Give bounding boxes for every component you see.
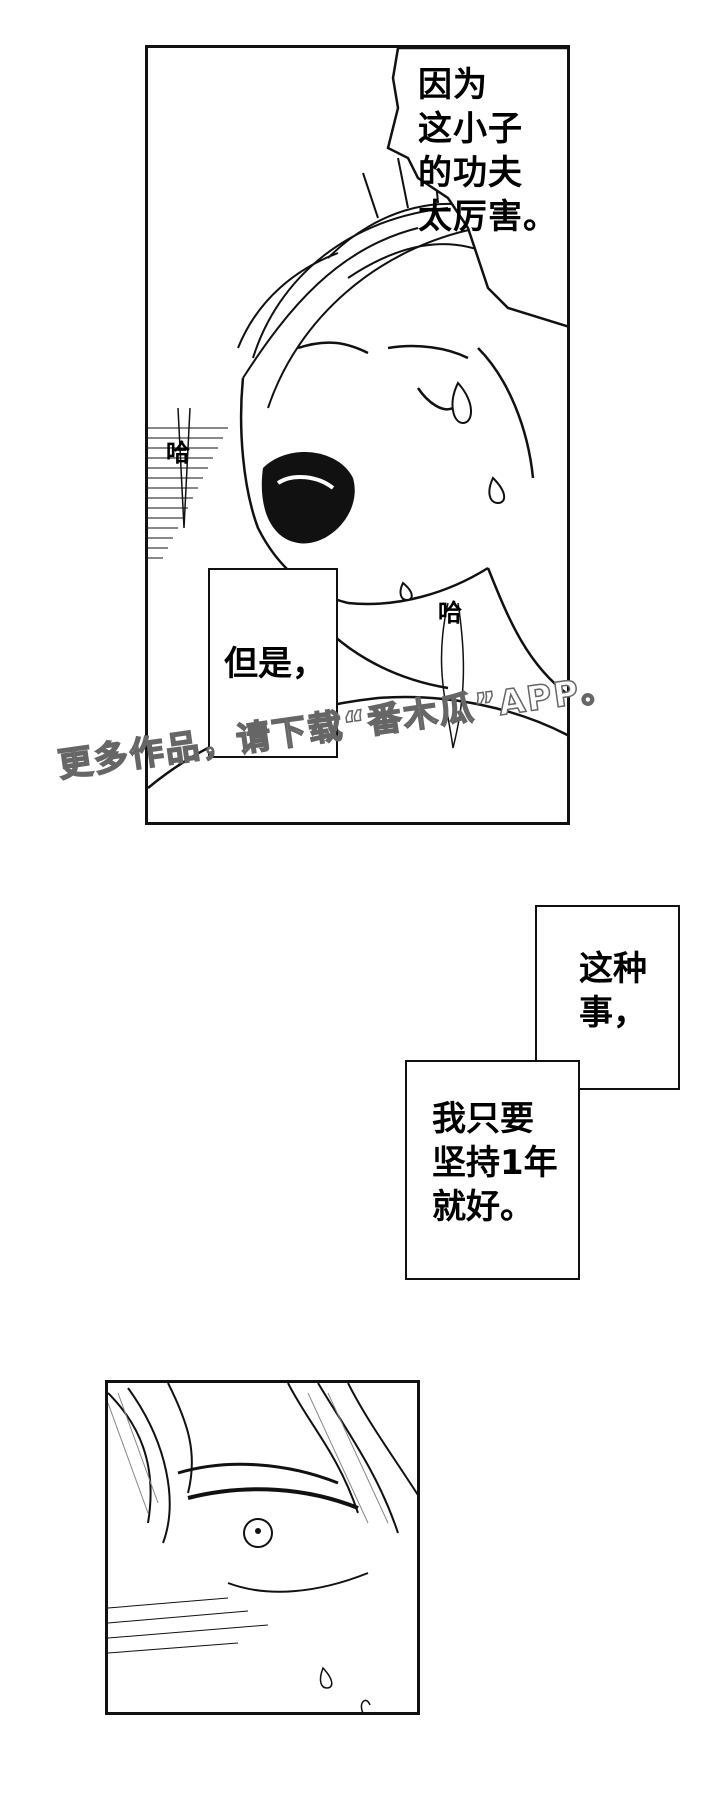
caption-box-but: 但是， — [208, 568, 338, 758]
panel-3-artwork — [108, 1383, 417, 1712]
caption-top: 因为 这小子 的功夫 太厉害。 — [418, 63, 558, 239]
caption-line: 事， — [579, 993, 647, 1033]
caption-box-one-year: 我只要 坚持1年 就好。 — [405, 1060, 580, 1280]
panel-1-artwork — [148, 48, 567, 789]
caption-line: 我只要 — [432, 1099, 534, 1139]
manga-panel-3 — [105, 1380, 420, 1715]
caption-top-line-1: 因为 — [418, 65, 488, 105]
caption-box-this-kind: 这种 事， — [535, 905, 680, 1090]
caption-line: 坚持1年 — [432, 1143, 558, 1183]
caption-box-one-year-text: 我只要 坚持1年 就好。 — [432, 1097, 558, 1229]
sfx-ha-left: 哈 — [166, 439, 190, 467]
caption-box-but-text: 但是， — [224, 644, 326, 684]
caption-top-line-3: 的功夫 — [418, 153, 523, 193]
caption-box-this-kind-text: 这种 事， — [579, 947, 647, 1035]
sfx-ha-right: 哈 — [438, 599, 462, 627]
caption-top-line-2: 这小子 — [418, 109, 523, 149]
caption-line: 就好。 — [432, 1187, 534, 1227]
caption-line: 这种 — [579, 949, 647, 989]
manga-panel-1: 因为 这小子 的功夫 太厉害。 哈 哈 但是， — [145, 45, 570, 825]
caption-top-line-4: 太厉害。 — [418, 197, 558, 237]
